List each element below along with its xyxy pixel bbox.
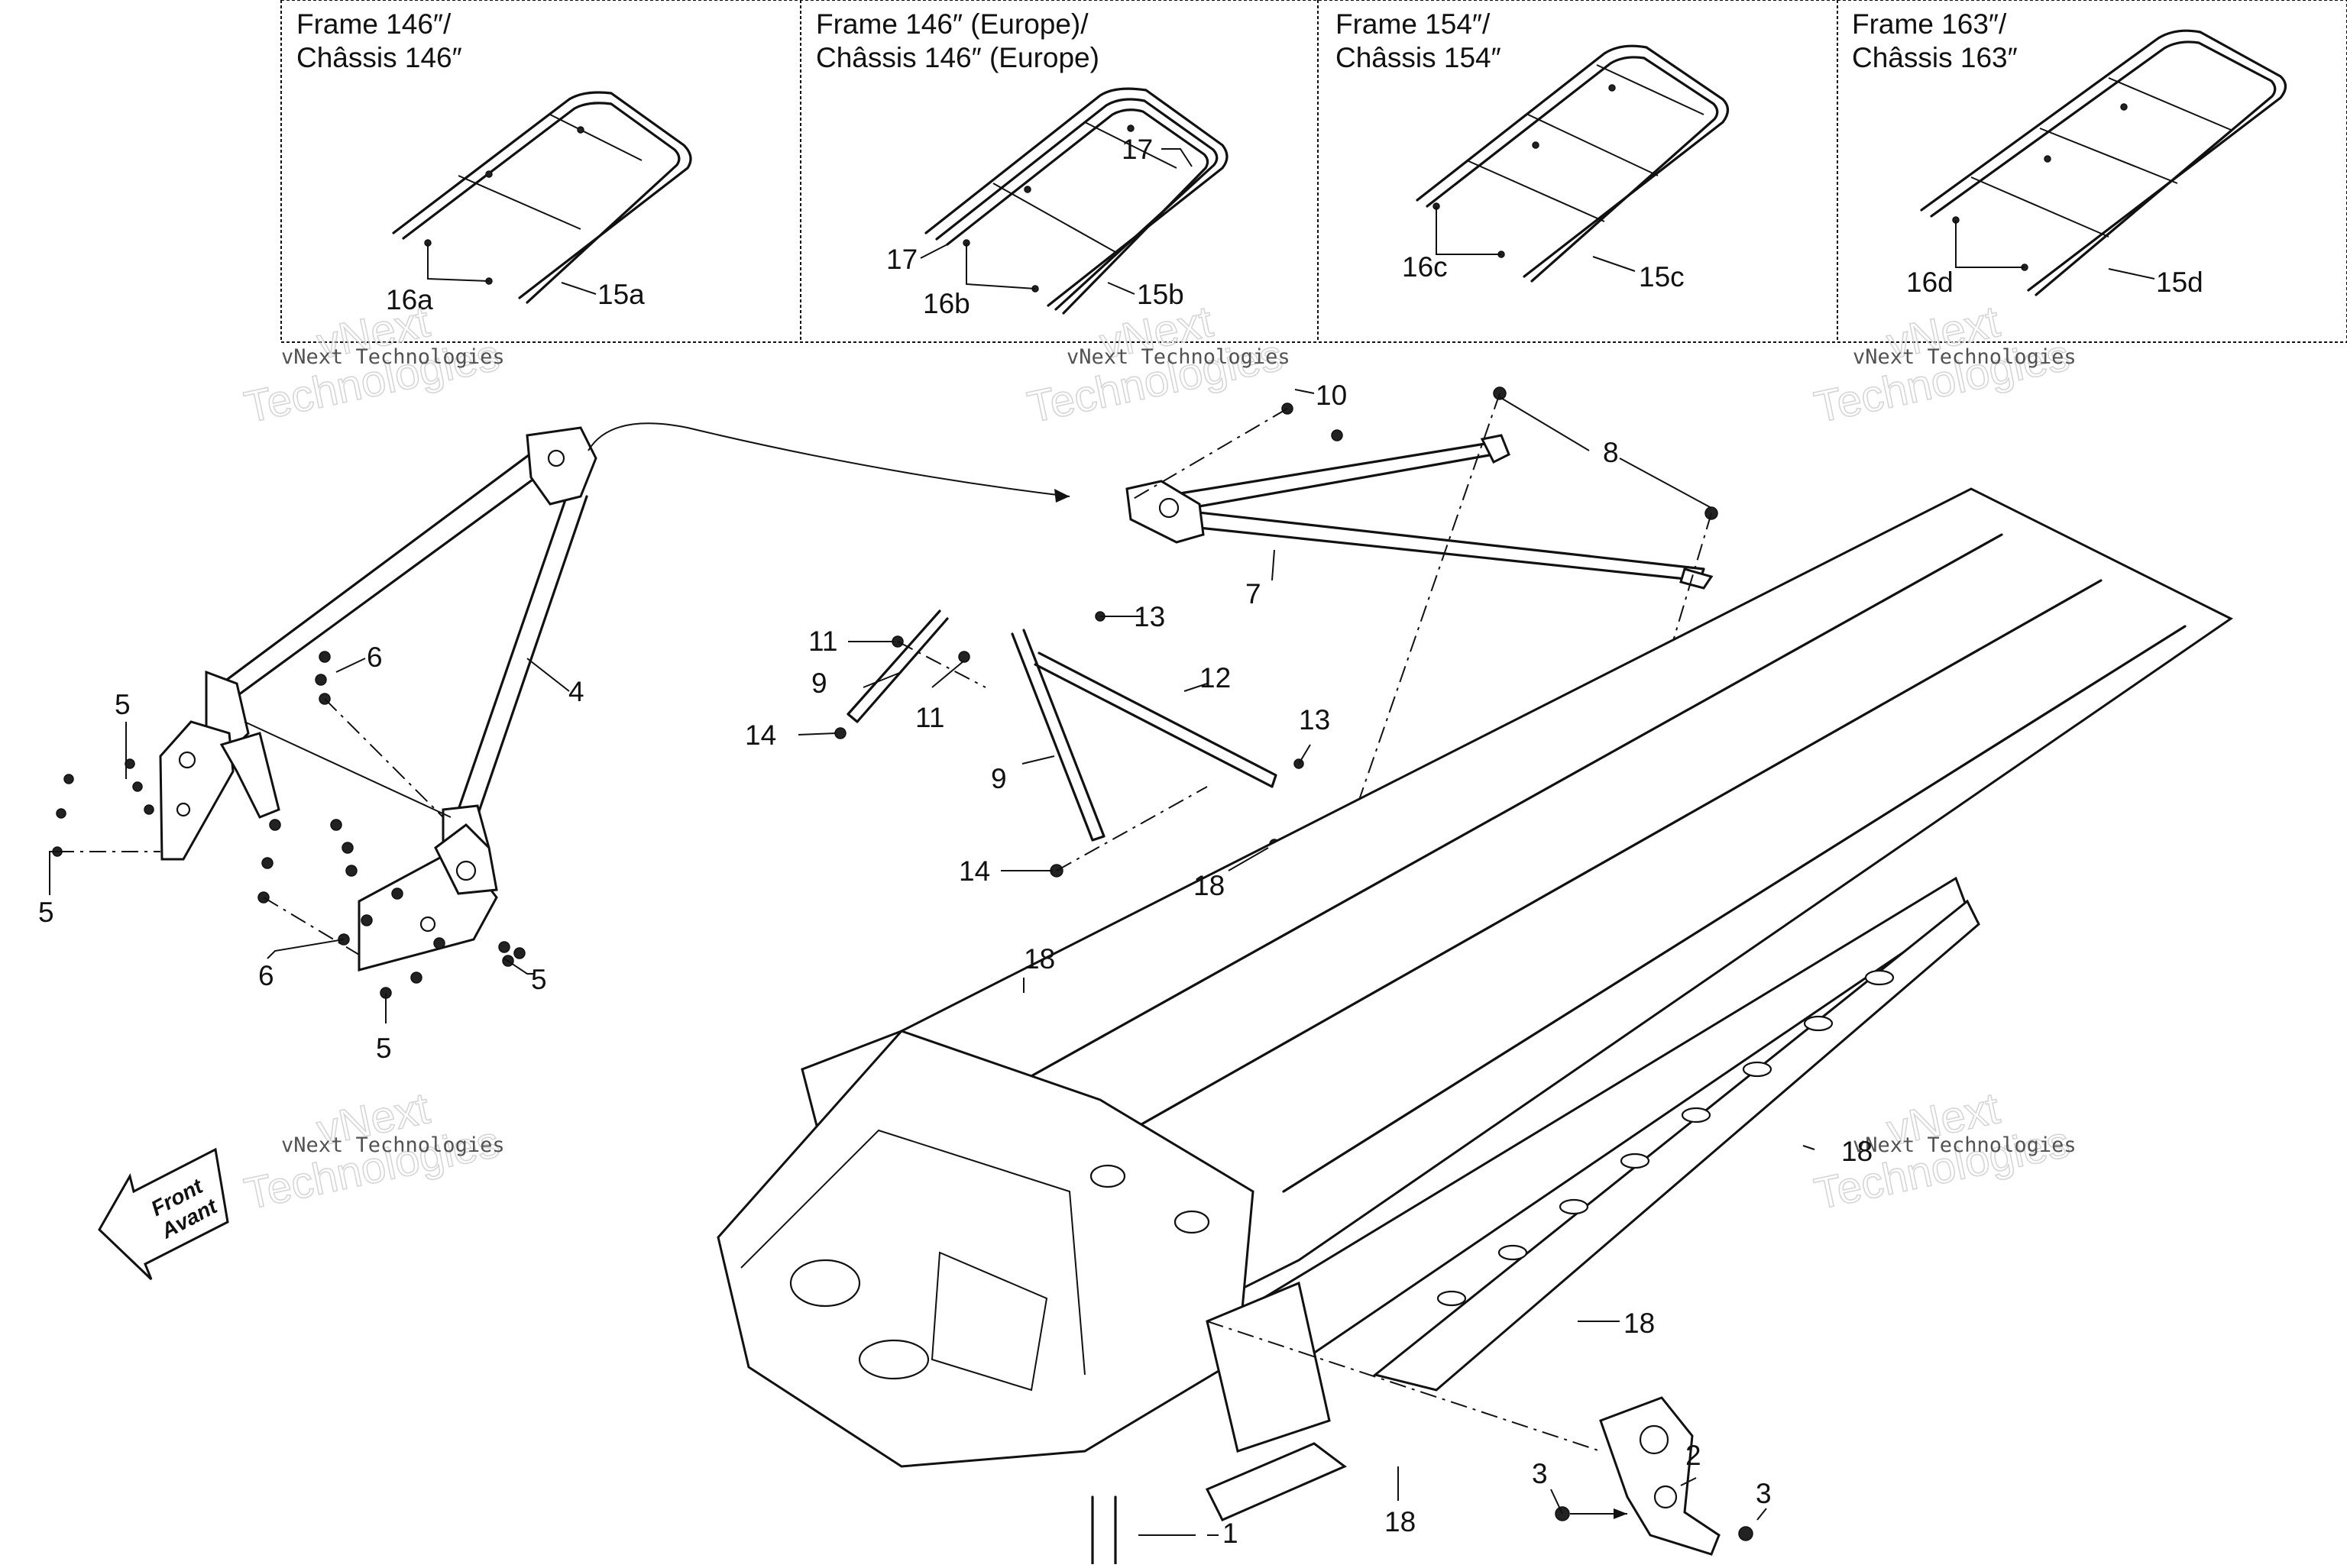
panel-title-line1: Frame 154″/ bbox=[1335, 8, 1491, 40]
callout-18-top: 18 bbox=[1193, 870, 1225, 901]
tunnel-cutouts bbox=[1436, 969, 1895, 1307]
watermark-text: vNext Technologies bbox=[281, 1133, 505, 1157]
callout-3-right: 3 bbox=[1756, 1478, 1772, 1509]
frame-panel-146: Frame 146″/ Châssis 146″ 16a 15a bbox=[296, 8, 692, 315]
callout-8: 8 bbox=[1603, 437, 1619, 468]
panel-title-line1: Frame 163″/ bbox=[1852, 8, 2007, 40]
watermark-text: vNext Technologies bbox=[281, 345, 505, 369]
callout-11-left: 11 bbox=[808, 626, 837, 657]
callout-15d: 15d bbox=[2156, 267, 2203, 298]
panel-title-line2: Châssis 146″ (Europe) bbox=[816, 42, 1099, 73]
left-mount-brackets bbox=[159, 720, 498, 972]
rail-assembly-15d bbox=[1920, 29, 2287, 296]
panel-title-line1: Frame 146″ (Europe)/ bbox=[816, 8, 1089, 40]
callout-5-left: 5 bbox=[38, 897, 54, 928]
watermark-text: vNext Technologies bbox=[1853, 1133, 2077, 1157]
callout-11-right: 11 bbox=[915, 702, 944, 733]
callout-leaders bbox=[49, 389, 1815, 1536]
callout-15b: 15b bbox=[1137, 279, 1184, 310]
callout-15a: 15a bbox=[597, 279, 645, 310]
callout-9-top: 9 bbox=[811, 668, 827, 699]
callout-16c: 16c bbox=[1402, 251, 1448, 283]
callout-6-bottom: 6 bbox=[258, 960, 274, 991]
rail-assembly-15b bbox=[924, 87, 1229, 315]
callout-5-right: 5 bbox=[531, 964, 547, 995]
front-direction-arrow: Front Avant bbox=[98, 1147, 229, 1281]
callout-18-mid: 18 bbox=[1024, 943, 1055, 975]
callout-15c: 15c bbox=[1639, 261, 1685, 293]
part-2-rear-bracket bbox=[1555, 1396, 1753, 1556]
callout-3-left: 3 bbox=[1532, 1458, 1548, 1489]
callout-17-right: 17 bbox=[1122, 134, 1153, 165]
callout-18-right: 18 bbox=[1841, 1136, 1873, 1167]
callout-14-top: 14 bbox=[745, 719, 776, 751]
callout-17-left: 17 bbox=[886, 244, 918, 275]
callout-numbers: 1 2 3 3 4 5 5 5 5 6 6 7 8 9 9 10 11 11 1… bbox=[38, 380, 1873, 1549]
part-9-12-struts bbox=[847, 609, 1277, 842]
callout-18-lower: 18 bbox=[1623, 1308, 1655, 1339]
panel-title-line1: Frame 146″/ bbox=[296, 8, 452, 40]
callout-5-top-left: 5 bbox=[115, 689, 131, 720]
watermark-text: vNext Technologies bbox=[1067, 345, 1290, 369]
callout-6-top: 6 bbox=[367, 642, 383, 673]
frame-panel-146-europe: Frame 146″ (Europe)/ Châssis 146″ (Europ… bbox=[816, 8, 1229, 319]
callout-4: 4 bbox=[568, 676, 584, 707]
rail-assembly-15a bbox=[392, 91, 692, 304]
callout-14-bottom: 14 bbox=[959, 855, 990, 887]
panel-title-line2: Châssis 146″ bbox=[296, 42, 462, 73]
frame-panel-163: Frame 163″/ Châssis 163″ 16d 15d bbox=[1852, 8, 2287, 298]
rail-assembly-15c bbox=[1416, 44, 1730, 283]
panel-title-line2: Châssis 154″ bbox=[1335, 42, 1501, 73]
part-1-main-chassis-tunnel bbox=[717, 487, 2233, 1566]
watermark-text: vNext Technologies bbox=[1853, 345, 2077, 369]
leader-curve bbox=[588, 422, 1070, 497]
callout-13-top: 13 bbox=[1134, 601, 1165, 632]
callout-7: 7 bbox=[1245, 578, 1261, 609]
callout-18-bottom: 18 bbox=[1384, 1506, 1416, 1537]
frame-panel-154: Frame 154″/ Châssis 154″ 16c 15c bbox=[1335, 8, 1730, 293]
callout-12: 12 bbox=[1199, 662, 1231, 693]
callout-2: 2 bbox=[1685, 1440, 1701, 1471]
callout-10: 10 bbox=[1316, 380, 1347, 411]
callout-5-bottom: 5 bbox=[376, 1033, 392, 1064]
callout-16d: 16d bbox=[1906, 267, 1954, 298]
callout-9-bottom: 9 bbox=[991, 763, 1007, 794]
part-7-brace-assembly bbox=[1125, 434, 1714, 590]
callout-13-bottom: 13 bbox=[1299, 704, 1330, 736]
callout-16a: 16a bbox=[386, 284, 433, 315]
callout-16b: 16b bbox=[923, 288, 970, 319]
callout-1: 1 bbox=[1222, 1518, 1238, 1549]
frame-variant-panels bbox=[280, 0, 2347, 343]
panel-title-line2: Châssis 163″ bbox=[1852, 42, 2018, 73]
